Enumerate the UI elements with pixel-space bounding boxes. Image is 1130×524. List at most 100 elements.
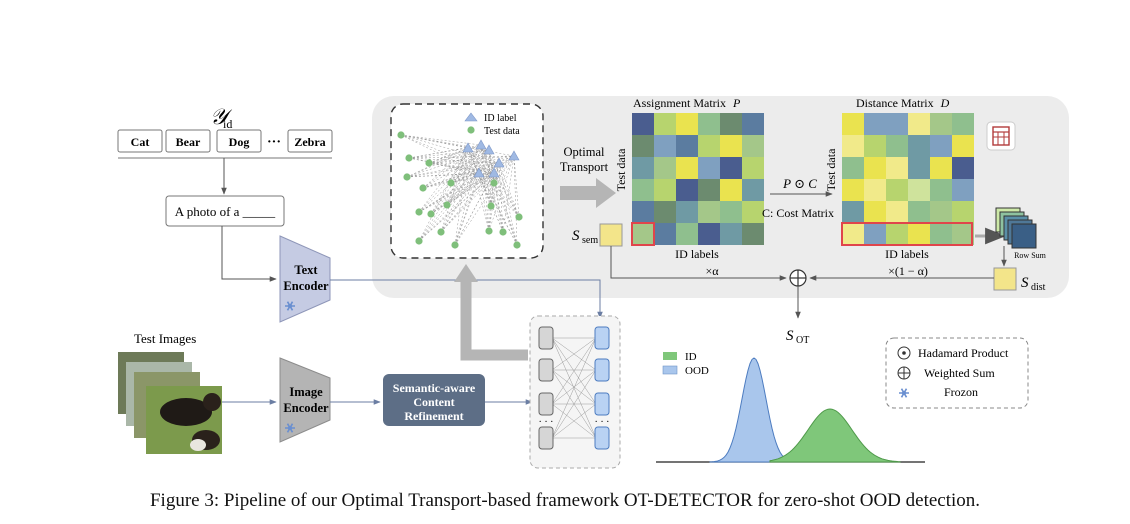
matrix-cell <box>676 223 698 245</box>
matrix-cell <box>886 135 908 157</box>
matrix-cell <box>952 223 974 245</box>
matrix-cell <box>842 157 864 179</box>
image-encoder: Image Encoder <box>279 357 331 443</box>
svg-text:···: ··· <box>267 135 281 150</box>
matrix-cell <box>676 157 698 179</box>
matrix-cell <box>654 201 676 223</box>
svg-text:Test data: Test data <box>614 148 628 191</box>
test-point <box>403 173 411 181</box>
svg-text:Distance Matrix D: Distance Matrix D <box>856 96 950 110</box>
matrix-cell <box>930 135 952 157</box>
svg-text:Assignment Matrix P: Assignment Matrix P <box>633 96 741 110</box>
score-distribution: ID OOD <box>656 351 925 463</box>
matrix-cell <box>930 201 952 223</box>
matrix-cell <box>908 135 930 157</box>
matrix-cell <box>842 135 864 157</box>
matrix-cell <box>930 113 952 135</box>
matrix-cell <box>698 223 720 245</box>
svg-text:· · ·: · · · <box>539 417 554 428</box>
matrix-cell <box>952 157 974 179</box>
refinement-block: Semantic-aware Content Refinement <box>383 374 485 426</box>
svg-text:Test data: Test data <box>484 126 520 137</box>
matrix-cell <box>720 223 742 245</box>
svg-text:ID: ID <box>685 351 697 363</box>
matrix-cell <box>864 201 886 223</box>
test-point <box>451 241 459 249</box>
matrix-cell <box>952 113 974 135</box>
test-point <box>419 184 427 192</box>
network-node <box>538 426 554 450</box>
matrix-cell <box>908 157 930 179</box>
svg-text:Text: Text <box>294 263 318 277</box>
matrix-cell <box>864 157 886 179</box>
svg-text:P ⊙ C: P ⊙ C <box>782 176 817 191</box>
svg-text:id: id <box>223 117 232 131</box>
matrix-cell <box>952 135 974 157</box>
calculator-icon <box>986 121 1016 151</box>
label-space-title: 𝒴 id <box>210 104 233 131</box>
test-point <box>437 228 445 236</box>
test-point <box>443 201 451 209</box>
matrix-cell <box>720 157 742 179</box>
matrix-cell <box>742 113 764 135</box>
matrix-cell <box>632 113 654 135</box>
matrix-cell <box>632 223 654 245</box>
svg-text:· · ·: · · · <box>595 417 610 428</box>
id-label-point <box>475 139 487 150</box>
svg-text:×(1 − α): ×(1 − α) <box>888 264 928 278</box>
matrix-cell <box>908 223 930 245</box>
matrix-cell <box>886 113 908 135</box>
test-point <box>515 213 523 221</box>
svg-text:Frozon: Frozon <box>944 385 978 399</box>
matrix-cell <box>842 179 864 201</box>
matrix-cell <box>698 201 720 223</box>
svg-text:S: S <box>1021 275 1029 291</box>
matrix-cell <box>720 179 742 201</box>
test-point <box>425 159 433 167</box>
matrix-cell <box>654 157 676 179</box>
svg-text:A photo of a _____: A photo of a _____ <box>175 204 276 219</box>
svg-text:Content: Content <box>413 395 454 409</box>
matrix-cell <box>720 135 742 157</box>
row-sum-stack: Row Sum <box>995 207 1047 267</box>
feedback-arrow <box>454 264 528 361</box>
test-point <box>427 210 435 218</box>
class-label: Dog <box>229 135 250 149</box>
matrix-cell <box>698 113 720 135</box>
svg-text:ID labels: ID labels <box>885 247 929 261</box>
svg-text:S: S <box>572 228 580 244</box>
matrix-cell <box>864 135 886 157</box>
matrix-cell <box>930 223 952 245</box>
matrix-cell <box>654 179 676 201</box>
matrix-cell <box>698 179 720 201</box>
matrix-cell <box>864 223 886 245</box>
matrix-cell <box>742 201 764 223</box>
svg-text:×α: ×α <box>705 264 719 278</box>
class-label: Cat <box>131 135 150 149</box>
test-point <box>485 227 493 235</box>
svg-text:Encoder: Encoder <box>283 401 329 415</box>
matrix-cell <box>886 157 908 179</box>
frozen-icon <box>285 423 295 433</box>
svg-text:Test data: Test data <box>824 148 838 191</box>
test-point <box>490 179 498 187</box>
matrix-cell <box>864 179 886 201</box>
matrix-cell <box>676 135 698 157</box>
matrix-cell <box>908 113 930 135</box>
svg-text:Weighted Sum: Weighted Sum <box>924 366 995 380</box>
matrix-cell <box>886 201 908 223</box>
matrix-cell <box>676 113 698 135</box>
matrix-cell <box>864 113 886 135</box>
matrix-cell <box>654 223 676 245</box>
matrix-cell <box>654 135 676 157</box>
s-dist: S dist ×(1 − α) <box>809 264 1046 293</box>
svg-text:Hadamard Product: Hadamard Product <box>918 346 1009 360</box>
test-point <box>447 179 455 187</box>
matrix-cell <box>842 223 864 245</box>
test-point <box>397 131 405 139</box>
matrix-cell <box>676 201 698 223</box>
weighted-sum-node: S OT <box>786 269 809 346</box>
matrix-cell <box>886 179 908 201</box>
svg-text:C: Cost Matrix: C: Cost Matrix <box>762 206 834 220</box>
